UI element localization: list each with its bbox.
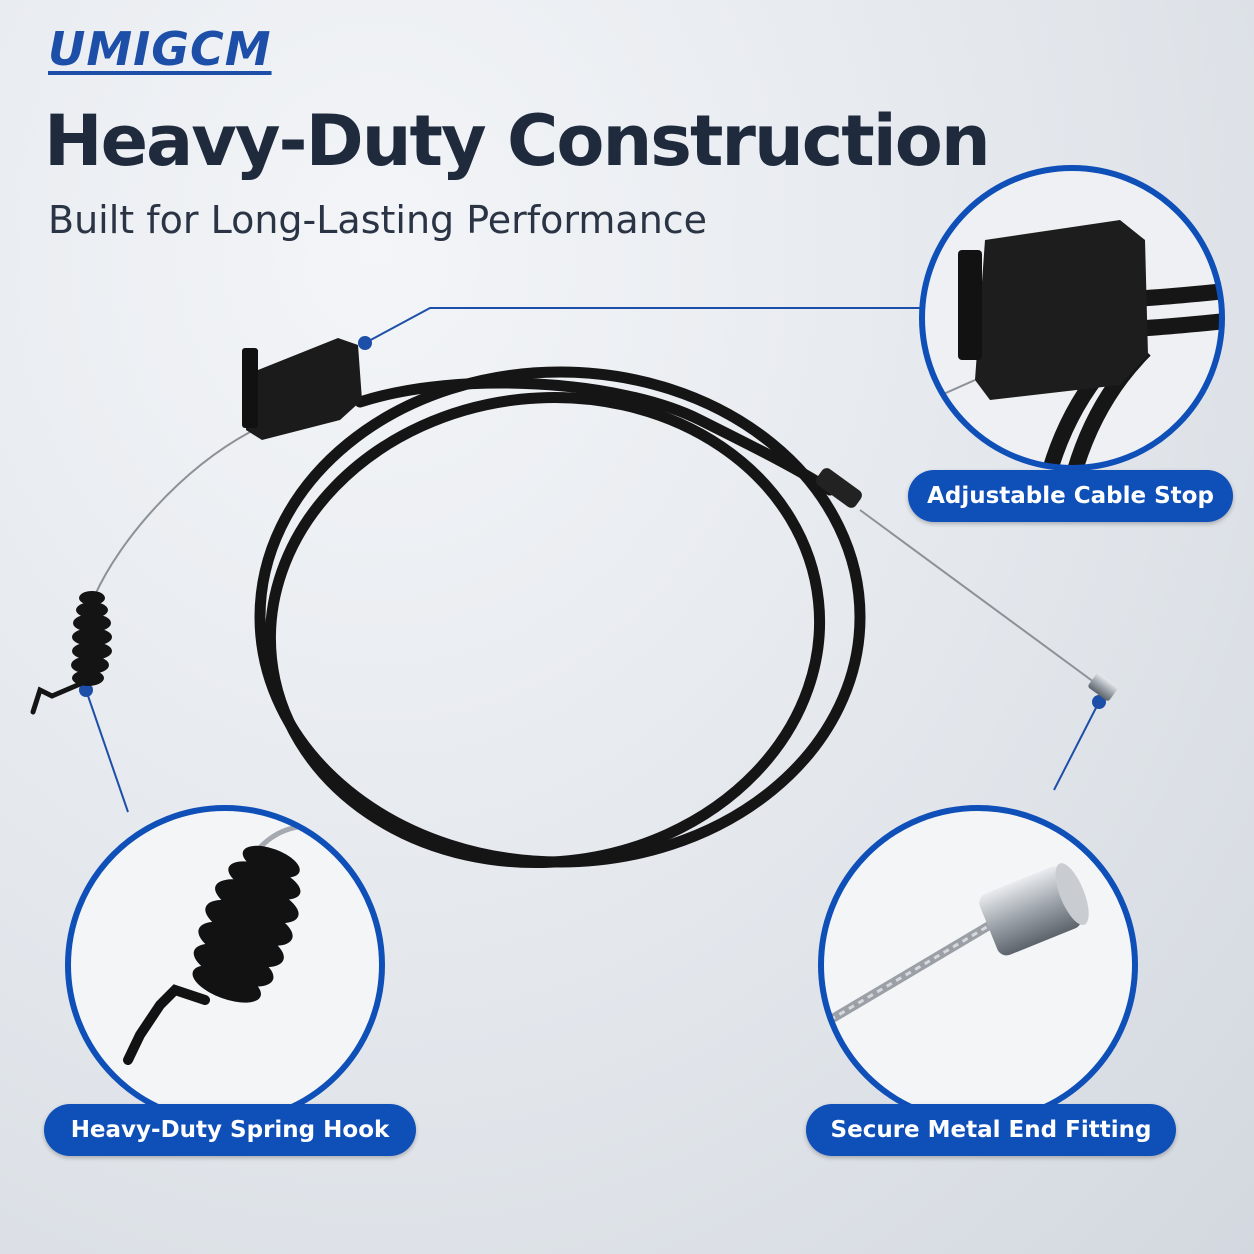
callout-label-spring-hook: Heavy-Duty Spring Hook <box>44 1104 416 1156</box>
page-subtitle: Built for Long-Lasting Performance <box>48 198 708 242</box>
spring <box>71 591 112 686</box>
spring-hook <box>30 681 83 715</box>
callout-label-cable-stop: Adjustable Cable Stop <box>908 470 1233 522</box>
inner-wire-right <box>859 509 1103 689</box>
end-fitting <box>1088 673 1118 701</box>
connector-lines <box>85 307 1100 813</box>
cable-stop-closeup <box>919 165 1225 471</box>
cable-adjuster <box>816 468 862 508</box>
page-title: Heavy-Duty Construction <box>44 100 991 182</box>
callout-label-end-fitting: Secure Metal End Fitting <box>806 1104 1176 1156</box>
inner-wire-left <box>94 431 251 596</box>
spring-hook-closeup <box>65 805 385 1125</box>
brand-logo: UMIGCM <box>48 22 272 76</box>
connector-dot-spring-hook <box>79 683 93 697</box>
cable-stop-block <box>242 338 362 440</box>
metal-end-fitting-closeup <box>818 805 1138 1125</box>
connector-dot-end-fitting <box>1092 695 1106 709</box>
connector-dot-cable-stop <box>358 336 372 350</box>
cable-coil <box>254 366 866 869</box>
